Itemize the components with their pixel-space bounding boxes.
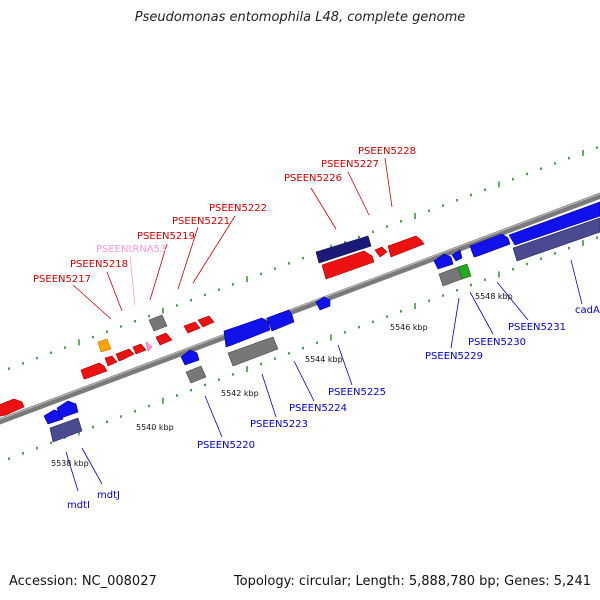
topology-summary: Topology: circular; Length: 5,888,780 bp… <box>233 574 591 589</box>
label-pseen5230[interactable]: PSEEN5230 <box>468 337 526 348</box>
bottom-labels: mdtI mdtJ PSEEN5220 PSEEN5223 PSEEN5224 … <box>67 305 600 511</box>
label-pseen5227[interactable]: PSEEN5227 <box>321 159 379 170</box>
feature-reverse[interactable] <box>433 253 454 270</box>
feature-pseen5221[interactable] <box>183 321 201 334</box>
feature-pseen5219[interactable] <box>155 332 173 346</box>
kbp-label: 5548 kbp <box>475 292 513 301</box>
label-pseen5224[interactable]: PSEEN5224 <box>289 403 347 414</box>
label-pseen5223[interactable]: PSEEN5223 <box>250 419 308 430</box>
top-labels: PSEEN5217 PSEEN5218 PSEENtRNA53 PSEEN521… <box>33 146 416 285</box>
feature-reverse[interactable] <box>508 201 600 246</box>
feature-mdti-block[interactable] <box>49 417 83 443</box>
label-pseen5231[interactable]: PSEEN5231 <box>508 322 566 333</box>
kbp-label: 5544 kbp <box>305 355 343 364</box>
feature-cada-block[interactable] <box>512 217 600 262</box>
kbp-label: 5540 kbp <box>136 423 174 432</box>
label-pseen5228[interactable]: PSEEN5228 <box>358 146 416 157</box>
label-mdtj[interactable]: mdtJ <box>97 490 120 501</box>
feature-reverse[interactable] <box>469 233 511 258</box>
feature-reverse[interactable] <box>451 249 463 262</box>
kbp-label: 5538 kbp <box>51 459 89 468</box>
feature-pseen5220[interactable] <box>185 365 207 384</box>
accession-text: Accession: NC_008027 <box>9 574 157 589</box>
feature-forward[interactable] <box>0 398 25 417</box>
feature-reverse[interactable] <box>180 349 200 366</box>
feature-pseen5217[interactable] <box>80 362 108 380</box>
feature-navy-block[interactable] <box>315 235 372 264</box>
reverse-strand-features <box>43 201 600 443</box>
forward-strand-features <box>0 235 425 417</box>
feature-reverse[interactable] <box>56 400 79 419</box>
genome-backbone-highlight <box>0 193 600 420</box>
label-pseen5217[interactable]: PSEEN5217 <box>33 274 91 285</box>
leader-lines <box>65 157 583 492</box>
kbp-label: 5542 kbp <box>221 389 259 398</box>
feature-orange-marker[interactable] <box>97 338 112 353</box>
feature-reverse[interactable] <box>315 296 331 311</box>
map-title: Pseudomonas entomophila L48, complete ge… <box>134 10 466 25</box>
genome-backbone <box>0 192 600 425</box>
feature-pseen5223[interactable] <box>227 336 279 367</box>
feature-trna53[interactable] <box>145 341 153 352</box>
label-pseen5220[interactable]: PSEEN5220 <box>197 440 255 451</box>
tick-tracks <box>8 146 598 460</box>
label-pseen5219[interactable]: PSEEN5219 <box>137 231 195 242</box>
feature-pseen5222[interactable] <box>197 315 215 328</box>
kbp-tick-labels: 5538 kbp 5540 kbp 5542 kbp 5544 kbp 5546… <box>51 292 513 468</box>
label-pseen5221[interactable]: PSEEN5221 <box>172 216 230 227</box>
feature-green-block[interactable] <box>457 263 472 280</box>
label-pseen5229[interactable]: PSEEN5229 <box>425 351 483 362</box>
feature-pseen5226[interactable] <box>321 250 375 280</box>
feature-reverse[interactable] <box>266 309 295 332</box>
feature-pseen5218[interactable] <box>104 355 118 367</box>
label-pseen5218[interactable]: PSEEN5218 <box>70 259 128 270</box>
feature-pseen5227[interactable] <box>374 246 388 258</box>
feature-pseen5228[interactable] <box>387 235 425 258</box>
feature-forward[interactable] <box>115 348 135 362</box>
label-pseen5222[interactable]: PSEEN5222 <box>209 203 267 214</box>
feature-forward[interactable] <box>132 343 147 355</box>
label-cada[interactable]: cadA <box>575 305 600 316</box>
label-mdti[interactable]: mdtI <box>67 500 90 511</box>
label-pseen5225[interactable]: PSEEN5225 <box>328 387 386 398</box>
label-trna53[interactable]: PSEENtRNA53 <box>96 244 166 255</box>
feature-grey-block[interactable] <box>148 314 168 332</box>
kbp-label: 5546 kbp <box>390 323 428 332</box>
feature-pseen5229[interactable] <box>438 266 463 287</box>
label-pseen5226[interactable]: PSEEN5226 <box>284 173 342 184</box>
feature-reverse[interactable] <box>223 317 271 348</box>
